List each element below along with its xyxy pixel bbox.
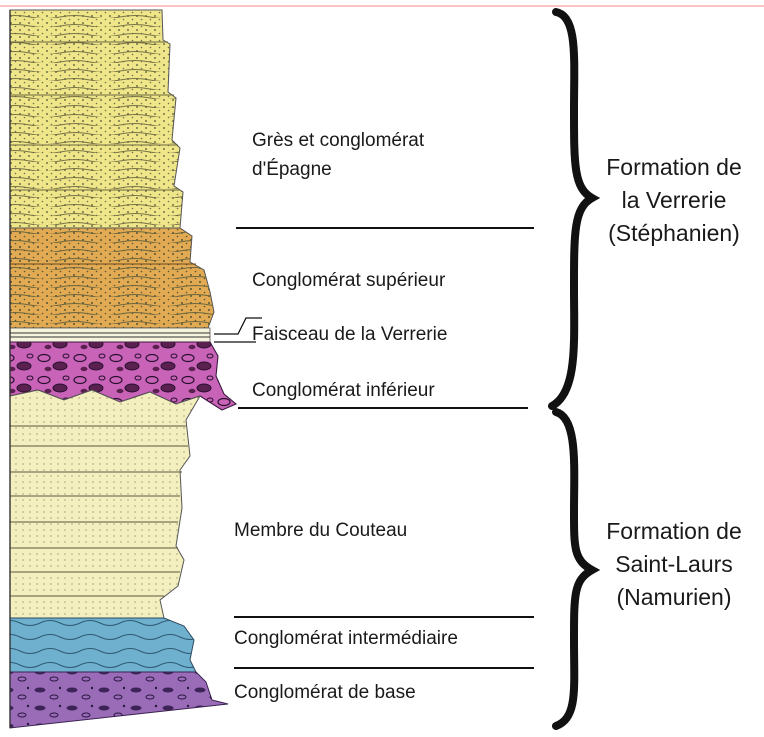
label-gres-line1: Grès et conglomérat xyxy=(252,128,424,154)
formation-verrerie-line3: (Stéphanien) xyxy=(585,217,763,250)
formation-saint-laurs-line2: Saint-Laurs xyxy=(585,548,763,581)
formation-saint-laurs-line1: Formation de xyxy=(585,515,763,548)
label-gres-line2: d'Épagne xyxy=(252,157,332,183)
label-faisceau-verrerie: Faisceau de la Verrerie xyxy=(252,322,447,348)
label-conglomerat-intermediaire: Conglomérat intermédiaire xyxy=(234,626,458,652)
label-membre-couteau: Membre du Couteau xyxy=(234,518,407,544)
formation-saint-laurs-line3: (Namurien) xyxy=(585,581,763,614)
formation-verrerie-line1: Formation de xyxy=(585,151,763,184)
unit-faisceau-verrerie xyxy=(10,328,210,342)
formation-verrerie-line2: la Verrerie xyxy=(585,184,763,217)
label-conglomerat-base: Conglomérat de base xyxy=(234,680,416,706)
label-conglomerat-inferieur: Conglomérat inférieur xyxy=(252,378,435,404)
label-conglomerat-superieur: Conglomérat supérieur xyxy=(252,268,445,294)
